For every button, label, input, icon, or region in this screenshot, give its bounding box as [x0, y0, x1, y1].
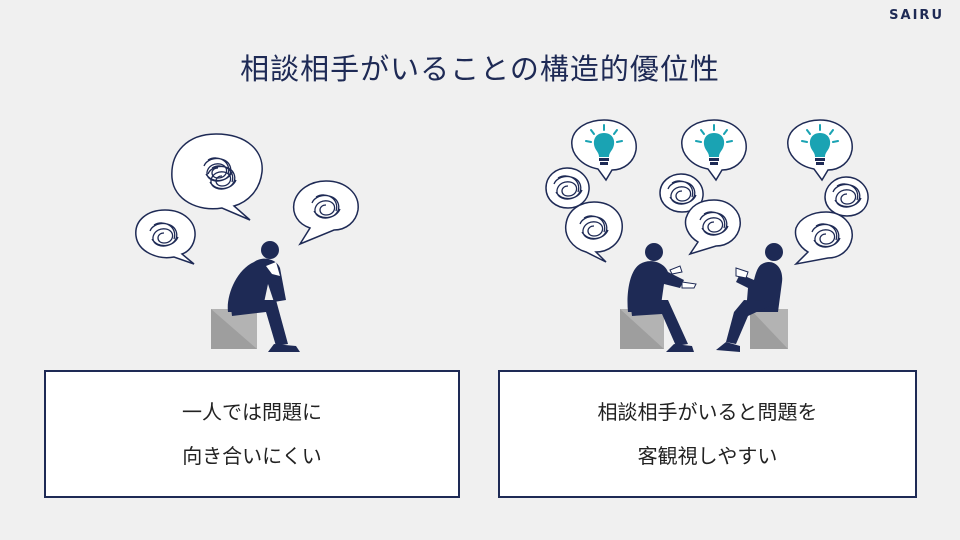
right-scene [545, 119, 869, 352]
panel-alone: 一人では問題に 向き合いにくい [44, 370, 460, 498]
talking-person-left [627, 243, 697, 352]
speech-bubble-icon [787, 119, 853, 182]
panel-with-partner-line1: 相談相手がいると問題を [597, 400, 818, 424]
talking-person-right [716, 243, 783, 352]
seat [750, 309, 788, 349]
speech-bubble-icon [571, 119, 637, 182]
page-title: 相談相手がいることの構造的優位性 [240, 52, 720, 86]
speech-bubble-icon [793, 211, 853, 266]
panel-alone-line2: 向き合いにくい [182, 444, 322, 468]
seat [620, 309, 664, 349]
speech-bubble-icon [171, 133, 263, 221]
panel-alone-line1: 一人では問題に [182, 400, 322, 424]
speech-bubble-icon [564, 201, 623, 263]
panel-with-partner-line2: 客観視しやすい [637, 444, 778, 468]
left-scene [135, 133, 359, 352]
brand-logo: SAIRU [889, 8, 944, 23]
speech-bubble-icon [135, 209, 196, 265]
speech-bubble-icon [824, 176, 869, 217]
thinking-person [227, 241, 300, 352]
speech-bubble-icon [681, 119, 747, 182]
speech-bubble-icon [659, 173, 704, 213]
speech-bubble-icon [545, 167, 590, 209]
speech-bubble-icon [292, 180, 359, 246]
speech-bubble-icon [684, 199, 741, 256]
panel-with-partner: 相談相手がいると問題を 客観視しやすい [498, 370, 917, 498]
